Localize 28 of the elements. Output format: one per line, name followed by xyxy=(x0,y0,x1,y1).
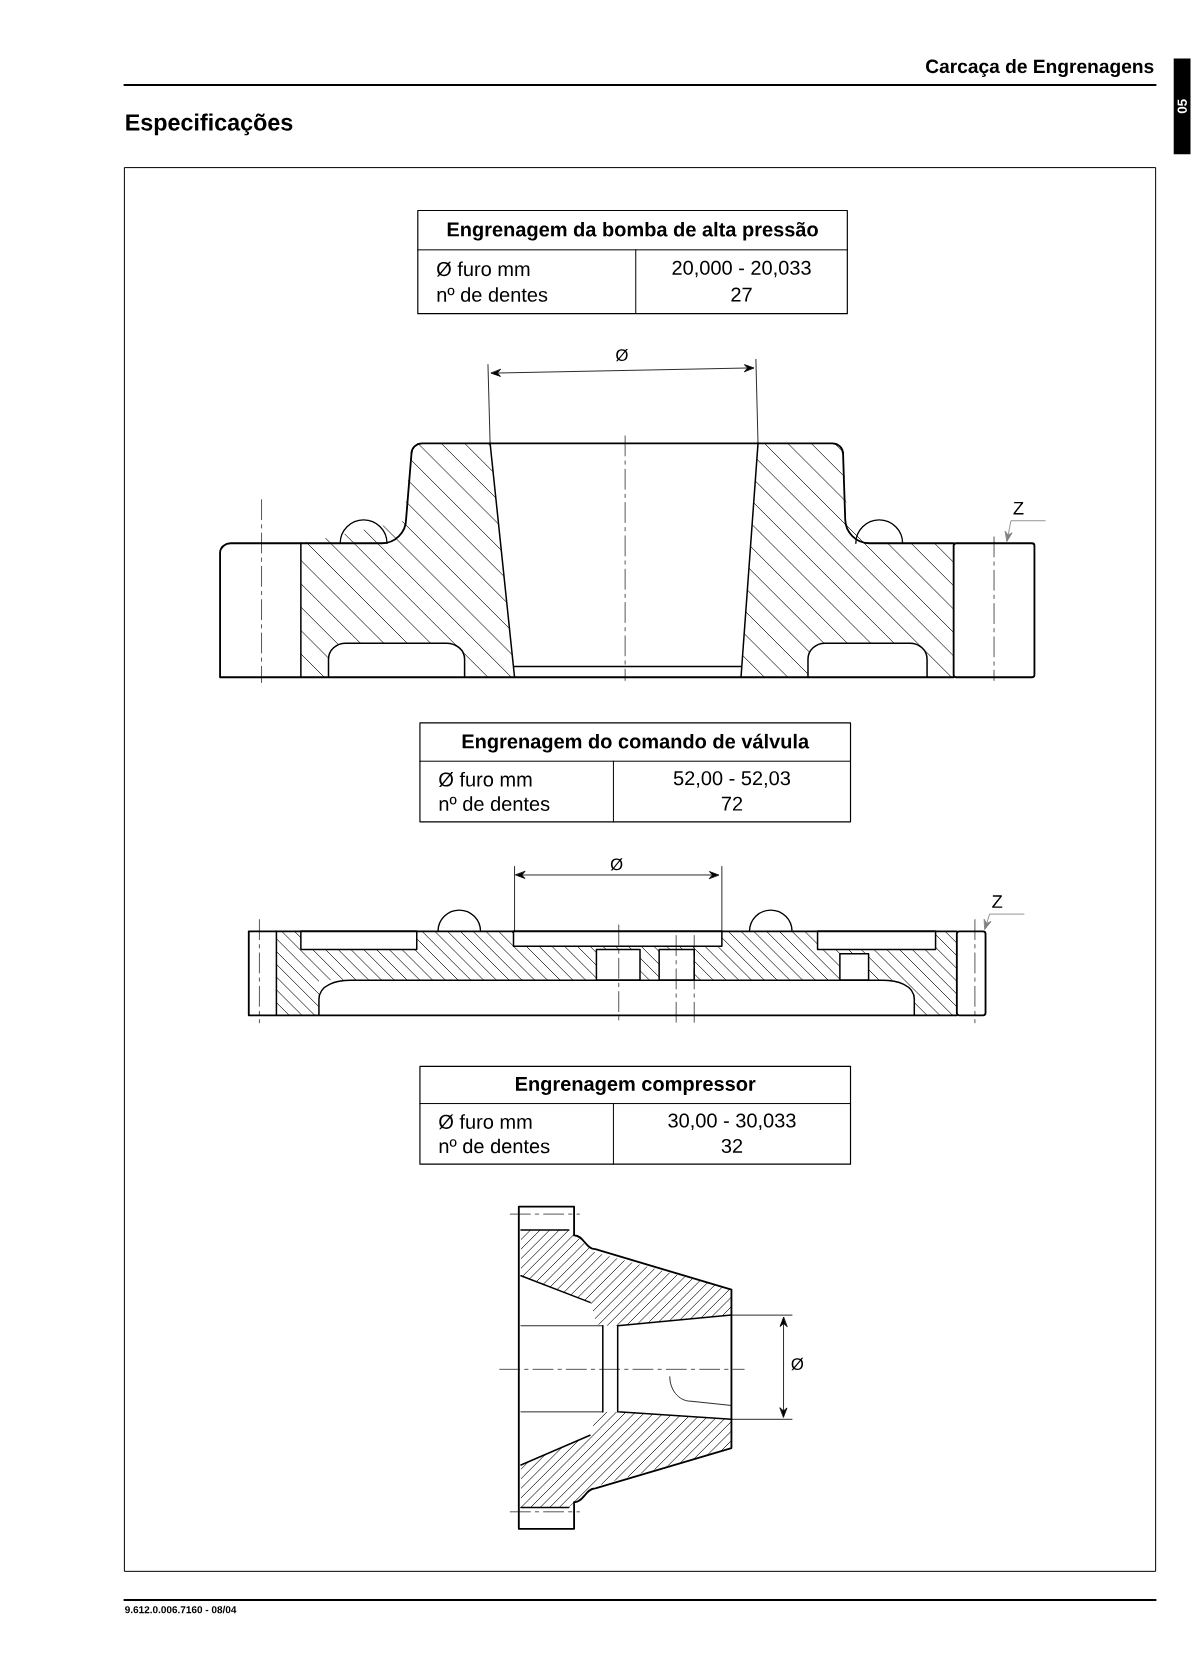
table-cell: Ø furo mm xyxy=(439,1114,532,1130)
table-cell: 72 xyxy=(722,796,743,811)
table-cell: 20,000 - 20,033 xyxy=(672,260,811,278)
flange-lug xyxy=(952,536,1036,681)
table-cell: nº de dentes xyxy=(439,1138,550,1154)
side-tab: 05 xyxy=(1173,58,1191,155)
table-cell: nº de dentes xyxy=(437,287,548,302)
section-heading: Especificações xyxy=(126,113,293,136)
table-cell: 30,00 - 30,033 xyxy=(668,1113,796,1130)
dimension-label: Ø xyxy=(610,858,623,871)
table-cell: 52,00 - 52,03 xyxy=(674,771,791,788)
flange-lug xyxy=(956,919,987,1024)
dimension-label: Ø xyxy=(616,348,628,362)
table-header: Engrenagem da bomba de alta pressão xyxy=(447,221,819,241)
dimension-label: Ø xyxy=(791,1357,804,1371)
table-cell: Ø furo mm xyxy=(437,261,530,277)
table-cell: 32 xyxy=(721,1138,743,1154)
table-header: Engrenagem do comando de válvula xyxy=(462,733,810,753)
table-cell: nº de dentes xyxy=(439,796,550,811)
callout-letter: Z xyxy=(1013,501,1024,515)
document-code: 9.612.0.006.7160 - 08/04 xyxy=(125,1605,237,1614)
callout-letter: Z xyxy=(992,895,1003,908)
table-header: Engrenagem compressor xyxy=(516,1077,756,1095)
table-cell: Ø furo mm xyxy=(439,771,532,787)
table-cell: 27 xyxy=(731,287,752,302)
leader-line xyxy=(984,913,1025,930)
page-header: Carcaça de Engrenagens xyxy=(926,59,1154,77)
leader-line xyxy=(1005,520,1046,542)
